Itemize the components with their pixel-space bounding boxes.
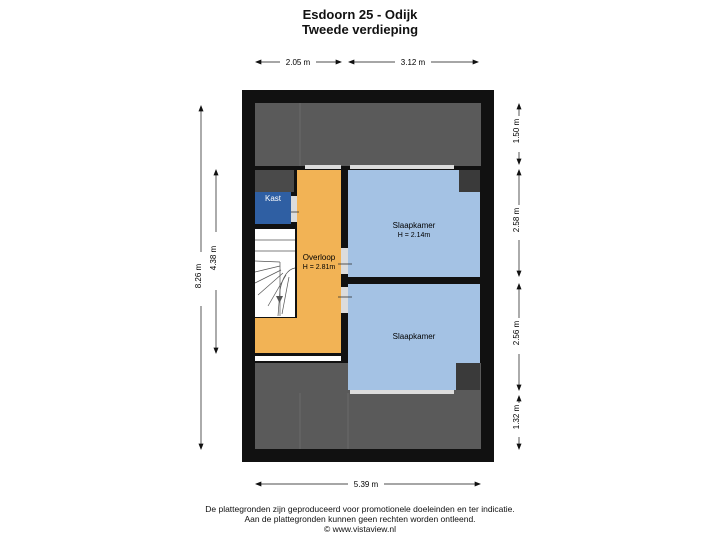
- stair-arrow: [276, 296, 283, 303]
- door-slaapkamer-1: [341, 248, 348, 274]
- window: [255, 356, 341, 361]
- dimension-bottom: [255, 481, 481, 487]
- footer-disclaimer-2: Aan de plattegronden kunnen geen rechten…: [244, 514, 476, 524]
- roof-area-top: [255, 103, 481, 166]
- overloop-room: [255, 170, 341, 353]
- chimney-shaft: [459, 170, 480, 192]
- dim-right-3: 2.56 m: [512, 320, 521, 345]
- page-title: Esdoorn 25 - Odijk: [302, 7, 418, 22]
- label-overloop: Overloop: [303, 253, 336, 262]
- storage-area: [255, 170, 294, 192]
- footer-credit: © www.vistaview.nl: [324, 524, 396, 534]
- dim-top-left: 2.05 m: [286, 58, 311, 67]
- slaapkamer-1: [348, 170, 480, 277]
- window: [305, 165, 341, 169]
- dim-right-1: 1.50 m: [512, 118, 521, 143]
- page-subtitle: Tweede verdieping: [301, 22, 419, 37]
- label-slaapkamer-1: Slaapkamer: [393, 221, 436, 230]
- stair-steps: [254, 239, 296, 317]
- dim-right-4: 1.32 m: [512, 404, 521, 429]
- dimension-top: [255, 59, 479, 65]
- chimney-shaft: [456, 363, 480, 390]
- footer-disclaimer-1: De plattegronden zijn geproduceerd voor …: [205, 504, 515, 514]
- dim-left-inner: 4.38 m: [209, 245, 218, 270]
- label-slaapkamer-1-height: H = 2.14m: [398, 232, 431, 239]
- label-kast: Kast: [265, 194, 282, 203]
- dim-right-2: 2.58 m: [512, 207, 521, 232]
- dimension-right: [516, 103, 522, 450]
- label-overloop-height: H = 2.81m: [303, 264, 336, 271]
- window: [350, 390, 454, 394]
- dimension-left: [198, 105, 219, 450]
- label-slaapkamer-2: Slaapkamer: [393, 332, 436, 341]
- door-kast: [291, 196, 297, 222]
- kast-room: [255, 192, 291, 224]
- window: [350, 165, 454, 169]
- door-slaapkamer-2: [341, 287, 348, 313]
- dim-bottom: 5.39 m: [354, 480, 379, 489]
- dim-top-right: 3.12 m: [401, 58, 426, 67]
- dim-left-total: 8.26 m: [194, 263, 203, 288]
